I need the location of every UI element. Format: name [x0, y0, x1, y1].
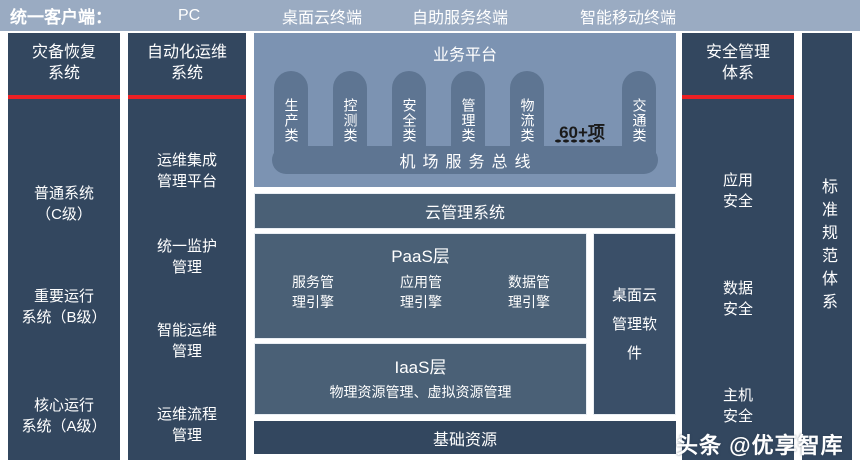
dr-item-general-system: 普通系统 （C级）: [8, 183, 120, 225]
dr-item-important-system-line2: 系统（B级）: [21, 309, 107, 326]
ops-item-integration-platform-line2: 管理平台: [156, 173, 217, 190]
disaster-recovery-title-line2: 系统: [47, 65, 80, 82]
dr-item-core-system-line1: 核心运行: [33, 397, 94, 414]
standards-label: 标准规范体系: [819, 177, 836, 316]
paas-engine-application: 应用管 理引擎: [373, 272, 469, 312]
ops-item-ops-process-line2: 管理: [171, 427, 202, 444]
ops-item-intelligent-ops-line1: 智能运维: [156, 322, 217, 339]
base-resources-bar: 基础资源: [254, 421, 676, 454]
automation-ops-title-line1: 自动化运维: [146, 44, 227, 61]
security-item-host-line1: 主机: [722, 387, 753, 404]
paas-engine-data-line1: 数据管: [508, 274, 550, 290]
security-item-host: 主机 安全: [682, 385, 794, 427]
paas-engine-service: 服务管 理引擎: [265, 272, 361, 312]
ops-item-unified-monitoring-line1: 统一监护: [156, 238, 217, 255]
security-item-data-line2: 安全: [722, 301, 753, 318]
unified-client-bar: 统一客户端： PC 桌面云终端 自助服务终端 智能移动终端: [0, 0, 860, 31]
dr-item-important-system: 重要运行 系统（B级）: [8, 286, 120, 328]
client-item-self-service-terminal: 自助服务终端: [412, 9, 509, 27]
ops-item-unified-monitoring: 统一监护 管理: [128, 236, 246, 278]
security-item-data-line1: 数据: [722, 280, 753, 297]
paas-engine-service-line1: 服务管: [292, 274, 334, 290]
business-more-count: 60+项: [559, 123, 605, 142]
security-item-host-line2: 安全: [722, 408, 753, 425]
ops-item-intelligent-ops-line2: 管理: [171, 343, 202, 360]
ops-item-ops-process-line1: 运维流程: [156, 406, 217, 423]
client-item-desktop-cloud-terminal: 桌面云终端: [282, 9, 363, 27]
security-management-divider: [682, 95, 794, 99]
security-management-title: 安全管理 体系: [682, 42, 794, 84]
ops-item-integration-platform-line1: 运维集成: [156, 152, 217, 169]
paas-layer-panel: PaaS层 服务管 理引擎 应用管 理引擎 数据管 理引擎: [254, 233, 587, 339]
ops-item-unified-monitoring-line2: 管理: [171, 259, 202, 276]
ellipsis-dots-icon: [554, 139, 600, 143]
paas-layer-title: PaaS层: [391, 247, 450, 266]
ops-item-ops-process: 运维流程 管理: [128, 404, 246, 446]
ops-item-intelligent-ops: 智能运维 管理: [128, 320, 246, 362]
security-management-column: 安全管理 体系 应用 安全 数据 安全 主机 安全: [682, 33, 794, 460]
security-item-application-line2: 安全: [722, 193, 753, 210]
automation-ops-column: 自动化运维 系统 运维集成 管理平台 统一监护 管理 智能运维 管理 运维流程 …: [128, 33, 246, 460]
automation-ops-title: 自动化运维 系统: [128, 42, 246, 84]
cloud-management-system-bar: 云管理系统: [254, 193, 676, 229]
paas-engine-application-line2: 理引擎: [400, 294, 442, 310]
dr-item-core-system: 核心运行 系统（A级）: [8, 395, 120, 437]
dr-item-general-system-line1: 普通系统: [33, 185, 94, 202]
dr-item-core-system-line2: 系统（A级）: [21, 418, 107, 435]
automation-ops-divider: [128, 95, 246, 99]
paas-engine-data-line2: 理引擎: [508, 294, 550, 310]
dr-item-general-system-line2: （C级）: [36, 206, 92, 223]
security-item-application: 应用 安全: [682, 170, 794, 212]
iaas-layer-title: IaaS层: [394, 358, 447, 377]
business-platform-title: 业务平台: [432, 47, 497, 64]
disaster-recovery-title-line1: 灾备恢复: [31, 44, 96, 61]
business-platform-panel: 业务平台 生产类 控测类 安全类 管理类 物流类 交通类 60+项 机场服务总线: [254, 33, 676, 187]
paas-engine-application-line1: 应用管: [400, 274, 442, 290]
paas-engine-data: 数据管 理引擎: [481, 272, 577, 312]
security-management-title-line1: 安全管理: [705, 44, 770, 61]
iaas-layer-panel: IaaS层 物理资源管理、虚拟资源管理: [254, 343, 587, 415]
disaster-recovery-divider: [8, 95, 120, 99]
client-item-pc: PC: [178, 6, 201, 24]
standards-column: 标准规范体系: [802, 33, 852, 460]
airport-service-bus: 机场服务总线: [272, 146, 658, 174]
security-item-application-line1: 应用: [722, 172, 753, 189]
unified-client-title: 统一客户端：: [10, 8, 112, 27]
disaster-recovery-title: 灾备恢复 系统: [8, 42, 120, 84]
security-management-title-line2: 体系: [721, 65, 754, 82]
paas-engine-service-line2: 理引擎: [292, 294, 334, 310]
center-stack: 业务平台 生产类 控测类 安全类 管理类 物流类 交通类 60+项 机场服务总线…: [254, 33, 676, 460]
desktop-cloud-management-label: 桌面云管理软件: [611, 286, 657, 362]
dr-item-important-system-line1: 重要运行: [33, 288, 94, 305]
client-item-smart-mobile-terminal: 智能移动终端: [580, 9, 677, 27]
automation-ops-title-line2: 系统: [170, 65, 203, 82]
disaster-recovery-column: 灾备恢复 系统 普通系统 （C级） 重要运行 系统（B级） 核心运行 系统（A级…: [8, 33, 120, 460]
ops-item-integration-platform: 运维集成 管理平台: [128, 150, 246, 192]
security-item-data: 数据 安全: [682, 278, 794, 320]
iaas-layer-subtitle: 物理资源管理、虚拟资源管理: [329, 384, 512, 400]
desktop-cloud-management-panel: 桌面云管理软件: [593, 233, 676, 415]
watermark: 头条 @优享智库: [676, 433, 844, 458]
